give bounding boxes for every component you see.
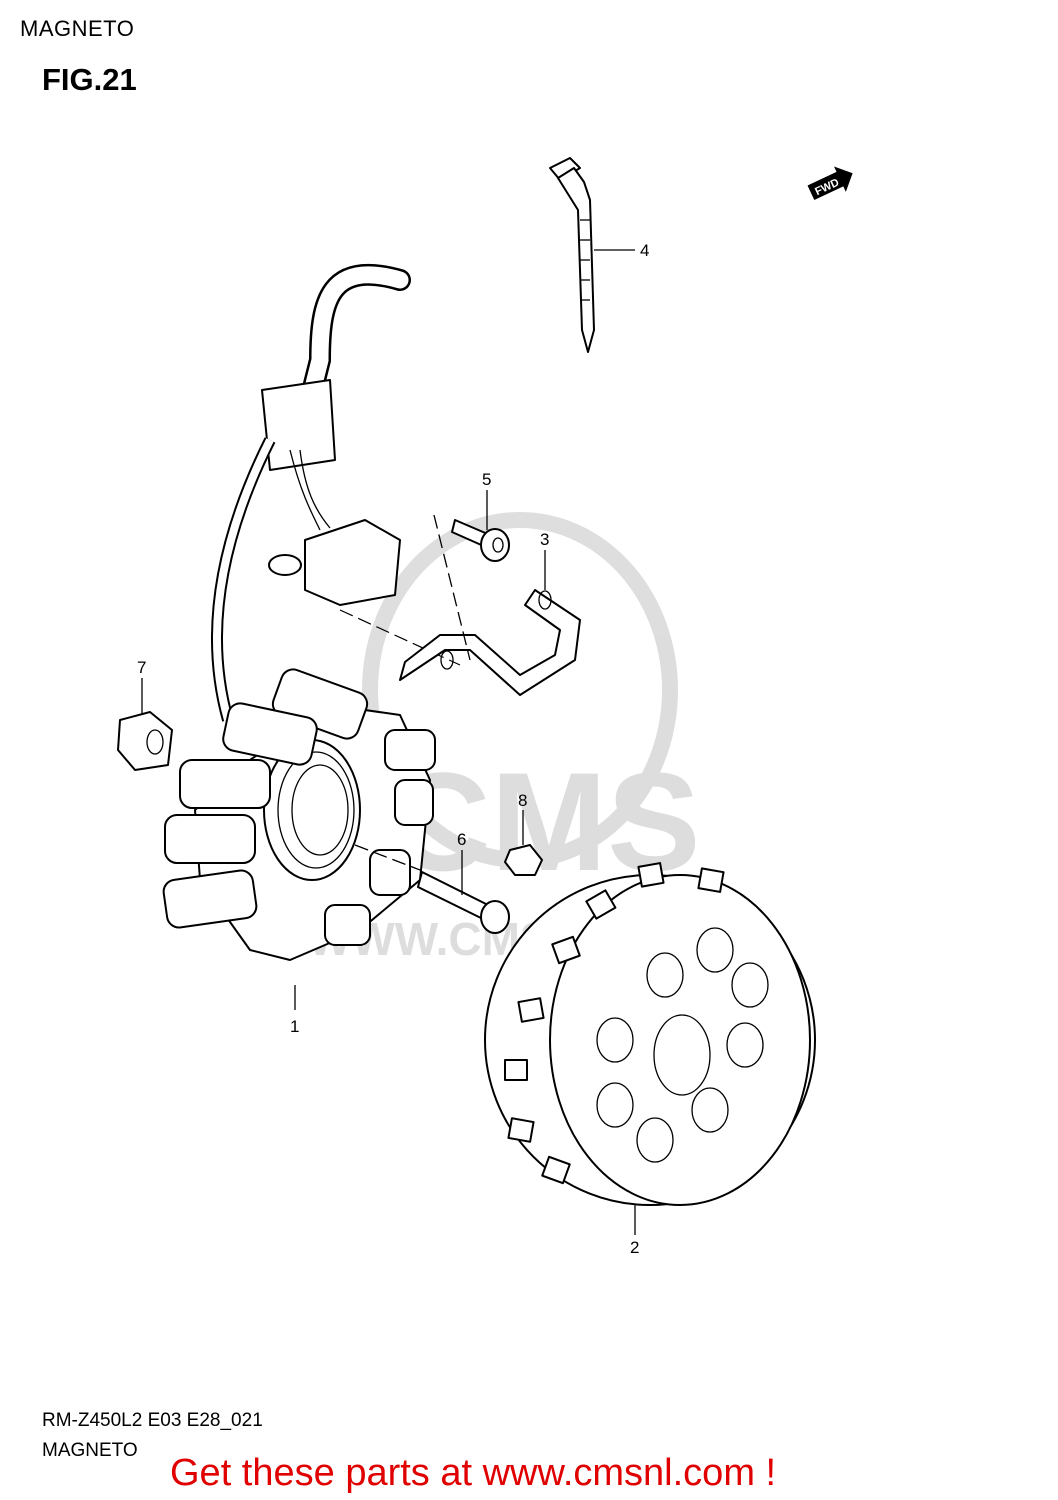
- section-header: MAGNETO: [20, 16, 135, 41]
- stator-drawing: [162, 668, 436, 961]
- bolt-top-drawing: [451, 519, 510, 562]
- figure-title: FIG.21: [42, 62, 137, 97]
- harness-drawing: [211, 263, 461, 722]
- callout-1: 1: [290, 1017, 299, 1036]
- fwd-arrow-icon: FWD: [807, 166, 853, 200]
- callout-6: 6: [457, 830, 466, 849]
- callout-3: 3: [540, 530, 549, 549]
- buy-parts-link[interactable]: Get these parts at www.cmsnl.com !: [170, 1452, 777, 1494]
- diagram-code: RM-Z450L2 E03 E28_021: [42, 1410, 263, 1431]
- callout-4: 4: [640, 241, 649, 260]
- key-drawing: [504, 844, 543, 876]
- callout-2: 2: [630, 1238, 639, 1257]
- rotor-drawing: [484, 862, 816, 1206]
- fwd-label: FWD: [813, 177, 841, 198]
- callout-7: 7: [137, 658, 146, 677]
- callout-8: 8: [518, 791, 527, 810]
- grommet-drawing: [117, 711, 173, 771]
- footer-section-label: MAGNETO: [42, 1440, 138, 1461]
- bolt-lower-drawing: [354, 844, 510, 934]
- callout-5: 5: [482, 470, 491, 489]
- cable-tie-drawing: [549, 157, 595, 353]
- clamp-drawing: [399, 514, 581, 696]
- callout-labels: 1 2 3 4 5 6 7 8: [137, 241, 649, 1257]
- parts-diagram: CMS WWW.CMSNL.COM FWD: [117, 157, 853, 1257]
